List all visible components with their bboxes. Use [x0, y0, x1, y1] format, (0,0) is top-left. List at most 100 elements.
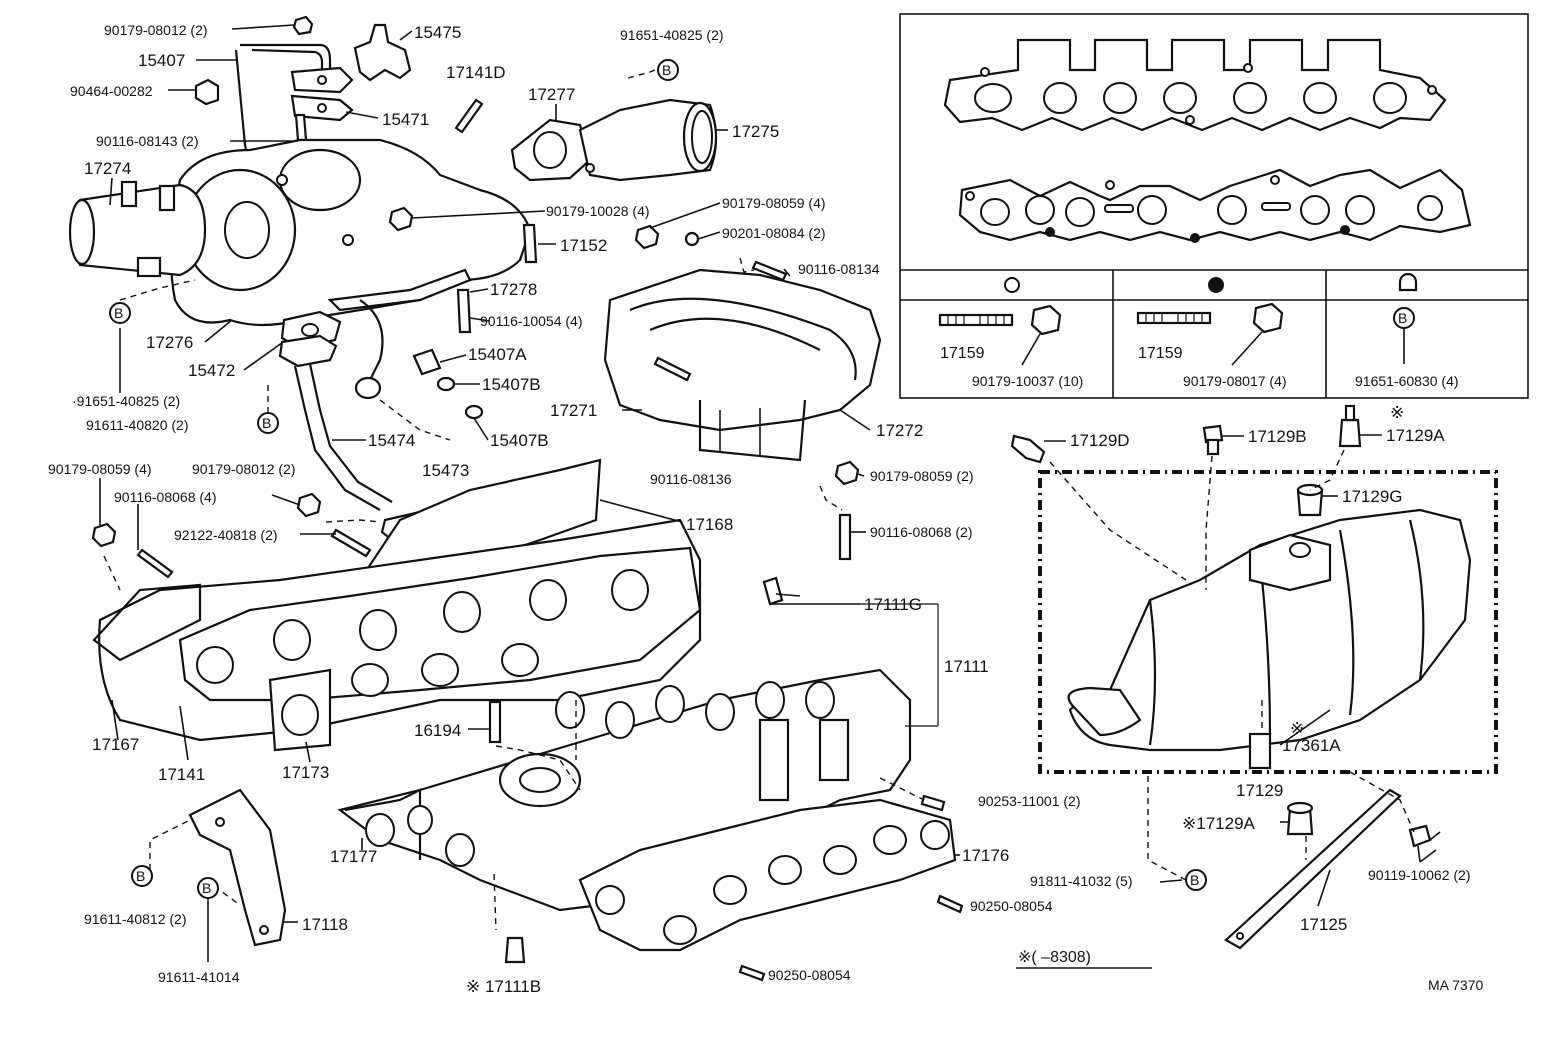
label-17272: 17272: [876, 421, 923, 440]
label-17276: 17276: [146, 333, 193, 352]
union-15407a: [412, 348, 442, 376]
svg-text:B: B: [262, 415, 271, 431]
bolt-90179-10028: [388, 206, 414, 232]
label-15407b-2: 15407B: [490, 431, 549, 450]
label-16194: 16194: [414, 721, 461, 740]
label-asterisk-mid: ※: [1290, 719, 1304, 738]
label-90116-08136: 90116-08136: [650, 471, 732, 487]
intake-manifold-17111: [337, 576, 964, 982]
label-17118: 17118: [302, 915, 348, 934]
label-17141: 17141: [158, 765, 205, 784]
label-91651-60830: 91651-60830 (4): [1355, 373, 1459, 389]
label-90179-08059-right: 90179-08059 (2): [870, 468, 974, 484]
air-chamber-17129: [1010, 404, 1498, 950]
filled-circle-symbol: [1208, 277, 1224, 293]
label-90179-08012-left: 90179-08012 (2): [192, 461, 296, 477]
label-90179-08017: 90179-08017 (4): [1183, 373, 1287, 389]
washer-15407b-1: [436, 376, 456, 392]
pin-90250-08054-a: [936, 894, 964, 914]
bolt-90179-08059-mid: [634, 224, 660, 250]
bracket-17118: [188, 788, 287, 947]
gasket-17176: [578, 798, 957, 952]
label-17277: 17277: [528, 85, 575, 104]
label-90464-00282: 90464-00282: [70, 83, 153, 99]
nut-90179-08017: [1252, 302, 1284, 334]
nut-90179-08059-left: [91, 522, 117, 548]
stud-17141d: [454, 98, 484, 134]
part-labels: 90179-08012 (2) 15475 15407 91651-40825 …: [48, 22, 1483, 996]
label-15471: 15471: [382, 110, 429, 129]
washer-90201-08084: [684, 231, 700, 247]
label-17275: 17275: [732, 122, 779, 141]
svg-text:B: B: [114, 305, 123, 321]
plug-17111b: [504, 936, 526, 964]
label-17129: 17129: [1236, 781, 1283, 800]
label-15473: 15473: [422, 461, 469, 480]
stud-17159-a: [938, 313, 1014, 327]
exhaust-manifold-17141: [91, 458, 702, 752]
label-90201-08084: 90201-08084 (2): [722, 225, 826, 241]
label-17271: 17271: [550, 401, 597, 420]
heat-insulator-17272: [603, 224, 882, 561]
label-17176: 17176: [962, 846, 1009, 865]
union-17129d: [1010, 434, 1046, 464]
label-17141d: 17141D: [446, 63, 506, 82]
valve-17129a-top: [1338, 418, 1362, 448]
nut-90179-08012-left: [296, 492, 322, 518]
intake-gasket-upper: [943, 38, 1447, 132]
label-90179-10037: 90179-10037 (10): [972, 373, 1083, 389]
label-90116-08068-left: 90116-08068 (4): [114, 489, 216, 505]
label-90179-08012-top: 90179-08012 (2): [104, 22, 208, 38]
label-asterisk-top: ※: [1390, 403, 1404, 422]
stud-90116-08068-left: [136, 548, 174, 579]
gasket-17167: [92, 583, 202, 662]
label-17177: 17177: [330, 847, 377, 866]
oil-hose-15474: [293, 365, 381, 511]
svg-text:B: B: [662, 62, 671, 78]
label-91811-41032: 91811-41032 (5): [1030, 873, 1132, 889]
label-15474: 15474: [368, 431, 415, 450]
label-17167: 17167: [92, 735, 139, 754]
union-17129: [1248, 732, 1272, 770]
label-17125: 17125: [1300, 915, 1347, 934]
label-90116-08068-right: 90116-08068 (2): [870, 524, 972, 540]
svg-text:B: B: [136, 868, 145, 884]
nut-90179-08012-top: [292, 15, 314, 36]
label-17111b: ※ 17111B: [466, 977, 541, 996]
nut-90179-08059-right: [834, 460, 860, 486]
bolt-17129b: [1202, 424, 1224, 444]
label-17152: 17152: [560, 236, 607, 255]
label-90179-08059-left: 90179-08059 (4): [48, 461, 152, 477]
stud-17152: [522, 223, 538, 264]
label-17159-b: 17159: [1138, 345, 1183, 362]
bracket-17278: [327, 268, 472, 312]
label-17274: 17274: [84, 159, 131, 178]
stud-90116-08136: [653, 356, 692, 382]
label-90116-08134: 90116-08134: [798, 261, 880, 277]
leader-lines: [99, 24, 1441, 962]
svg-text:B: B: [1190, 872, 1199, 888]
insulator-17271: [698, 399, 807, 462]
label-90116-10054: 90116-10054 (4): [480, 313, 582, 329]
turbocharger-assembly: [68, 15, 718, 568]
label-91611-40820: 91611-40820 (2): [86, 417, 188, 433]
label-15407b-1: 15407B: [482, 375, 541, 394]
label-17173: 17173: [282, 763, 329, 782]
stud-16194: [488, 700, 502, 744]
label-90179-10028: 90179-10028 (4): [546, 203, 650, 219]
label-17129a-low: ※17129A: [1182, 814, 1256, 833]
label-17111g: 17111G: [864, 595, 922, 614]
stud-90116-08143: [294, 113, 308, 142]
stud-90116-08068-right: [838, 513, 852, 561]
stud-17159-b: [1136, 311, 1212, 325]
washer-15407b-2: [464, 404, 484, 420]
guide-17125: [1224, 788, 1402, 950]
label-90250-08054-1: 90250-08054: [970, 898, 1053, 914]
footnote-applicability: ※( –8308): [1018, 949, 1091, 966]
stud-90116-10054: [456, 288, 472, 334]
clip-90464-00282: [194, 78, 220, 106]
nut-90179-10037: [1030, 304, 1062, 336]
svg-text:B: B: [202, 880, 211, 896]
dashed-leaders: [103, 67, 1415, 931]
